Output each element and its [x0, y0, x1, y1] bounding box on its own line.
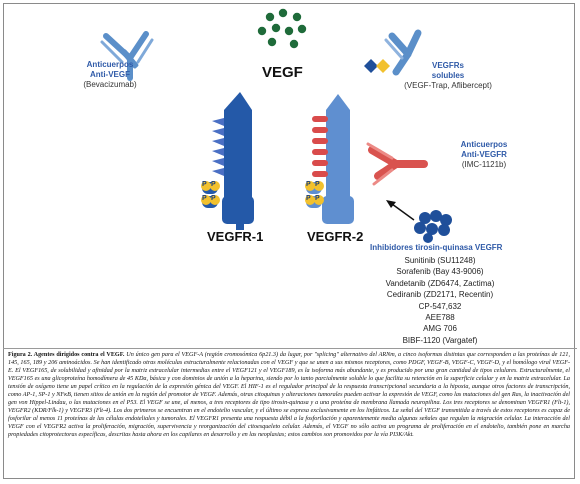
soluble-vegfr-label: VEGFRs solubles (VEGF-Trap, Aflibercept) — [398, 61, 498, 91]
anti-vegf-label: Anticuerpos Anti-VEGF (Bevacizumab) — [75, 60, 145, 90]
inhibitor-item: AMG 706 — [423, 324, 457, 334]
vegfr2-receptor — [305, 94, 354, 224]
anti-vegfr-line2: Anti-VEGFR — [461, 150, 507, 159]
p-label-r1d: P — [211, 195, 216, 202]
kinase-inhibitor-icon — [414, 210, 452, 243]
inhibitor-item: AEE788 — [425, 313, 455, 323]
p-label-r2a: P — [306, 181, 311, 188]
p-label-r2c: P — [306, 195, 311, 202]
inhibitor-item: Sunitinib (SU11248) — [404, 256, 476, 265]
diagram-graphics — [100, 8, 452, 243]
anti-vegf-line3: (Bevacizumab) — [83, 80, 137, 89]
vegfr1-label: VEGFR-1 — [207, 229, 264, 244]
inhibitor-item: Sorafenib (Bay 43-9006) — [396, 267, 484, 277]
vegf-molecules — [257, 8, 307, 49]
figure-caption: Figura 2. Agentes dirigidos contra el VE… — [8, 351, 570, 440]
inhibitor-item: Cediranib (ZD2171, Recentin) — [386, 290, 494, 300]
caption-text: Un único gen para el VEGF-A (región crom… — [8, 352, 570, 439]
p-label-r2b: P — [315, 181, 320, 188]
caption-lead: Figura 2. Agentes dirigidos contra el VE… — [8, 352, 125, 358]
anti-vegfr-line3: (IMC-1121b) — [461, 160, 507, 169]
inhibitors-title: Inhibidores tirosin-quinasa VEGFR — [370, 243, 503, 252]
p-label-r1b: P — [211, 181, 216, 188]
anti-vegf-antibody-icon — [100, 31, 154, 81]
anti-vegfr-antibody-icon — [366, 142, 428, 186]
soluble-line2: solubles — [431, 71, 465, 80]
inhibitors-list: Sunitinib (SU11248) Sorafenib (Bay 43-90… — [370, 255, 510, 346]
soluble-line3: (VEGF-Trap, Aflibercept) — [404, 81, 492, 90]
vegf-diagram: VEGF Anticuerpos Anti-VEGF (Bevacizumab)… — [75, 8, 522, 346]
soluble-vegfr-icon — [364, 29, 422, 76]
p-label-r1a: P — [202, 181, 207, 188]
p-label-r1c: P — [202, 195, 207, 202]
inhibitor-arrow — [386, 200, 415, 221]
vegfr2-label: VEGFR-2 — [307, 229, 364, 244]
vegfr1-receptor — [201, 92, 254, 230]
vegf-label: VEGF — [262, 64, 303, 81]
inhibitor-item: BIBF-1120 (Vargatef) — [402, 335, 478, 345]
soluble-line1: VEGFRs — [431, 61, 464, 70]
anti-vegfr-line1: Anticuerpos — [460, 140, 508, 149]
inhibitor-item: CP-547,632 — [418, 301, 462, 311]
inhibitor-item: Vandetanib (ZD6474, Zactima) — [385, 278, 495, 288]
figure-frame — [3, 3, 575, 479]
anti-vegf-line2: Anti-VEGF — [90, 70, 130, 79]
anti-vegfr-label: Anticuerpos Anti-VEGFR (IMC-1121b) — [446, 140, 522, 170]
caption-divider — [3, 348, 577, 349]
p-label-r2d: P — [315, 195, 320, 202]
anti-vegf-line1: Anticuerpos — [86, 60, 134, 69]
